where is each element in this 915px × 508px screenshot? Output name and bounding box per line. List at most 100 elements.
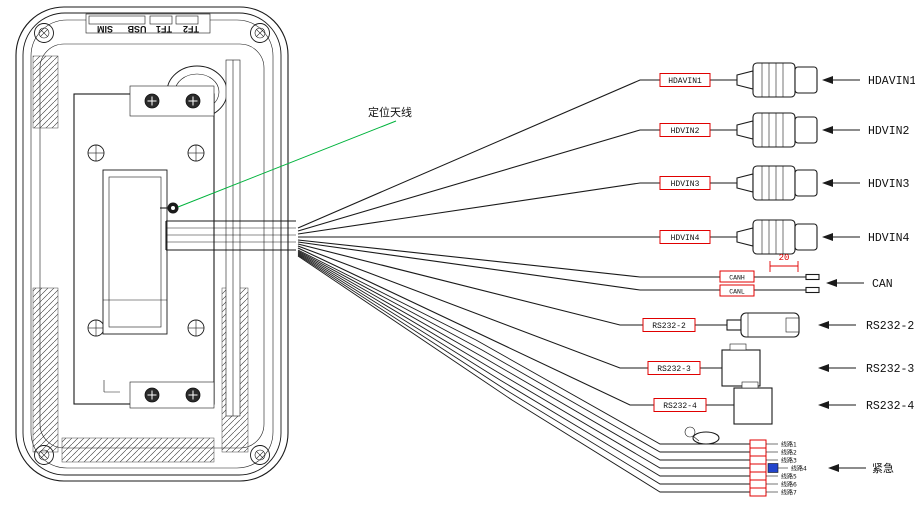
arrow-icon [825,278,865,288]
screw-icon [250,445,270,465]
mounting-plate [73,85,215,409]
arrow-icon [827,463,867,473]
io-wire-end-2: 线路2 [749,447,797,457]
hd-row-2: HDVIN2 HDVIN2 [297,112,910,232]
arrow-icon [821,178,861,188]
wire-tag-label: CANH [729,275,745,282]
io-wire-end-5: 线路5 [749,471,797,481]
port-label-usb: USB [127,24,147,34]
wire-tag [659,123,711,137]
block-connector [733,381,773,425]
emergency-label: 紧急 [872,461,894,475]
rs232-2-row: RS232-2 RS232-2 [297,243,914,338]
io-wire-label: 线路6 [781,481,797,489]
port-label-tf2: TF2 [183,24,199,34]
io-wire-label: 线路3 [781,457,797,465]
aviation-connector [736,62,818,98]
wire-tag-label: RS232-4 [663,402,697,411]
wire-tag [647,361,701,375]
io-wire-label: 线路1 [781,441,797,449]
wire-tag [719,270,755,283]
screw-icon [144,93,160,109]
port-label-sim: SIM [97,24,113,34]
connector-label: RS232-3 [866,363,914,376]
screw-icon [34,23,54,43]
io-wire-label: 线路7 [781,489,797,497]
screw-icon [144,387,160,403]
crimp-terminal [805,273,820,281]
connector-label: HDAVIN1 [868,75,915,88]
hatch-region-left [32,287,59,453]
side-bracket [225,59,241,417]
io-wire-end-1: 线路1 [749,439,797,449]
connector-label: RS232-2 [866,320,914,333]
mini-plug-connector [726,312,800,338]
screw-icon [185,387,201,403]
block-connector [721,343,761,387]
can-row: CANH CANL 20 CAN [297,239,893,297]
wire-tag [719,284,755,297]
hd-row-4: HDVIN4 HDVIN4 [298,219,910,255]
emergency-button-connector [767,463,779,473]
antenna-connector [160,202,179,214]
wire-tag-label: RS232-3 [657,365,691,374]
arrow-icon [821,125,861,135]
wire-tag-label: HDVIN4 [671,234,700,243]
wire-tag [659,73,711,87]
connector-label: HDVIN3 [868,178,910,191]
connector-label: CAN [872,278,893,291]
orientation-mark [103,380,120,393]
wire-tag [642,318,696,332]
io-wire-label: 线路4 [791,465,807,473]
arrow-icon [821,232,861,242]
arrow-icon [821,75,861,85]
port-label-tf1: TF1 [156,24,172,34]
antenna-callout-label: 定位天线 [368,105,412,119]
crimp-terminal [805,286,820,294]
aviation-connector [736,219,818,255]
aviation-connector [736,112,818,148]
wire-tag-label: HDVIN2 [671,127,700,136]
dimension-value: 20 [779,253,790,263]
aviation-connector [736,165,818,201]
connector-label: RS232-4 [866,400,914,413]
io-wire-label: 线路2 [781,449,797,457]
io-wire-label: 线路5 [781,473,797,481]
wire-tag [659,230,711,244]
connector-label: HDVIN2 [868,125,910,138]
port-labels: SIM USB TF1 TF2 [97,24,199,34]
hatch-region-top-left [32,55,59,129]
hd-row-3: HDVIN3 HDVIN3 [297,165,910,235]
cable-exit [165,220,296,251]
connector-label: HDVIN4 [868,232,910,245]
rs232-4-row: RS232-4 RS232-4 [297,247,914,425]
screw-icon [187,319,205,337]
io-wire-end-6: 线路6 [749,479,797,489]
screw-icon [87,319,105,337]
arrow-icon [817,400,857,410]
io-wire-end-4-emergency: 线路4 [749,463,807,473]
io-wire-bundle: 线路1 线路2 线路3 线路4 线路5 线路6 [297,249,894,497]
io-wire-end-7: 线路7 [749,487,797,497]
wire-tag [653,398,707,412]
rs232-3-row: RS232-3 RS232-3 [297,245,914,387]
screw-icon [87,144,105,162]
hd-row-1: HDAVIN1 HDAVIN1 [297,62,915,229]
antenna-callout-line [177,120,397,208]
arrow-icon [817,363,857,373]
card-slots [85,13,211,34]
wire-tag [659,176,711,190]
wire-tag-label: RS232-2 [652,322,686,331]
wire-tag-label: HDVIN3 [671,180,700,189]
arrow-icon [817,320,857,330]
device-top-view: SIM USB TF1 TF2 [15,6,296,482]
wire-tag-label: CANL [729,289,745,296]
hatch-region-bottom [61,437,215,463]
screw-icon [250,23,270,43]
wire-tag-label: HDAVIN1 [668,77,702,86]
fuse-icon [684,426,720,445]
dimension-20: 20 [769,253,799,272]
screw-icon [185,93,201,109]
